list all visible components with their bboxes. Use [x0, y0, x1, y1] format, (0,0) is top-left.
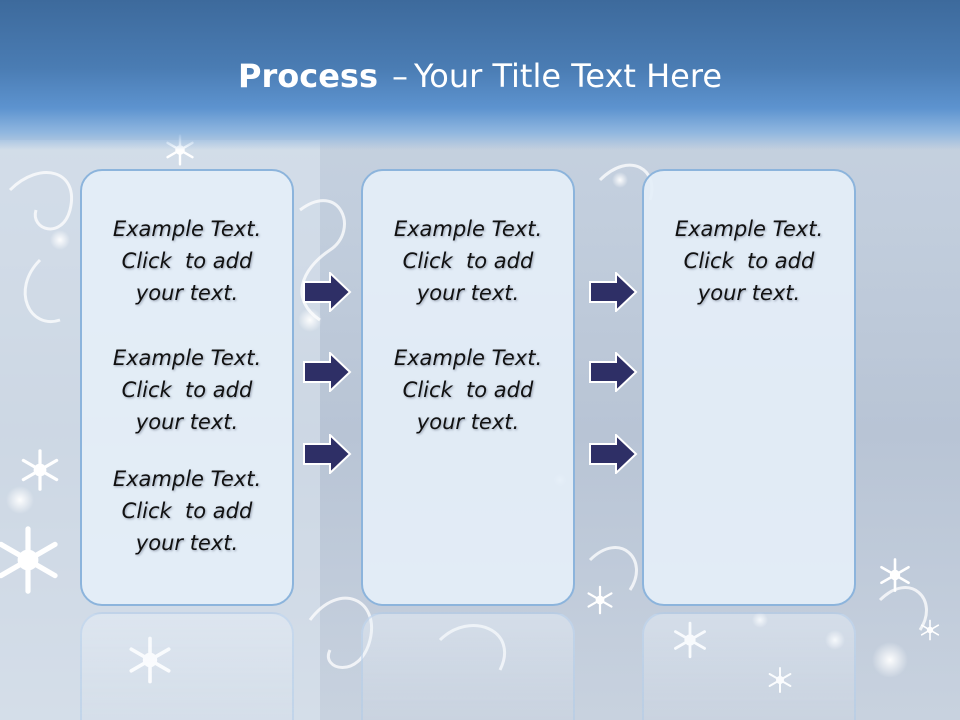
process-step-box-2[interactable]: Example Text. Click to add your text. Ex… — [361, 169, 575, 606]
text-line: your text. — [135, 281, 239, 305]
text-placeholder[interactable]: Example Text. Click to add your text. — [82, 463, 292, 559]
text-line: Example Text. — [112, 217, 262, 241]
text-placeholder[interactable]: Example Text. Click to add your text. — [82, 342, 292, 438]
box-reflection-3 — [642, 612, 856, 720]
box-reflection-1 — [80, 612, 294, 720]
text-line: your text. — [416, 281, 520, 305]
right-arrow-icon[interactable] — [302, 434, 352, 474]
title-rest-part: Your Title Text Here — [413, 57, 722, 95]
process-step-box-1[interactable]: Example Text. Click to add your text. Ex… — [80, 169, 294, 606]
slide-title[interactable]: Process–Your Title Text Here — [0, 52, 960, 100]
process-step-box-3[interactable]: Example Text. Click to add your text. — [642, 169, 856, 606]
text-placeholder[interactable]: Example Text. Click to add your text. — [363, 213, 573, 309]
text-placeholder[interactable]: Example Text. Click to add your text. — [363, 342, 573, 438]
text-line: your text. — [697, 281, 801, 305]
text-line: Click to add — [402, 249, 534, 273]
text-placeholder[interactable]: Example Text. Click to add your text. — [82, 213, 292, 309]
right-arrow-icon[interactable] — [302, 352, 352, 392]
right-arrow-icon[interactable] — [588, 272, 638, 312]
box-reflection-2 — [361, 612, 575, 720]
text-line: Example Text. — [674, 217, 824, 241]
text-line: Click to add — [121, 378, 253, 402]
text-line: Click to add — [121, 499, 253, 523]
text-line: your text. — [135, 531, 239, 555]
text-placeholder[interactable]: Example Text. Click to add your text. — [644, 213, 854, 309]
text-line: Example Text. — [393, 217, 543, 241]
text-line: Example Text. — [393, 346, 543, 370]
right-arrow-icon[interactable] — [588, 352, 638, 392]
text-line: your text. — [135, 410, 239, 434]
text-line: Example Text. — [112, 467, 262, 491]
text-line: Click to add — [402, 378, 534, 402]
text-line: your text. — [416, 410, 520, 434]
title-separator: – — [391, 57, 408, 95]
right-arrow-icon[interactable] — [588, 434, 638, 474]
text-line: Click to add — [683, 249, 815, 273]
title-bold-part: Process — [238, 57, 378, 95]
text-line: Click to add — [121, 249, 253, 273]
right-arrow-icon[interactable] — [302, 272, 352, 312]
text-line: Example Text. — [112, 346, 262, 370]
title-band — [0, 0, 960, 150]
